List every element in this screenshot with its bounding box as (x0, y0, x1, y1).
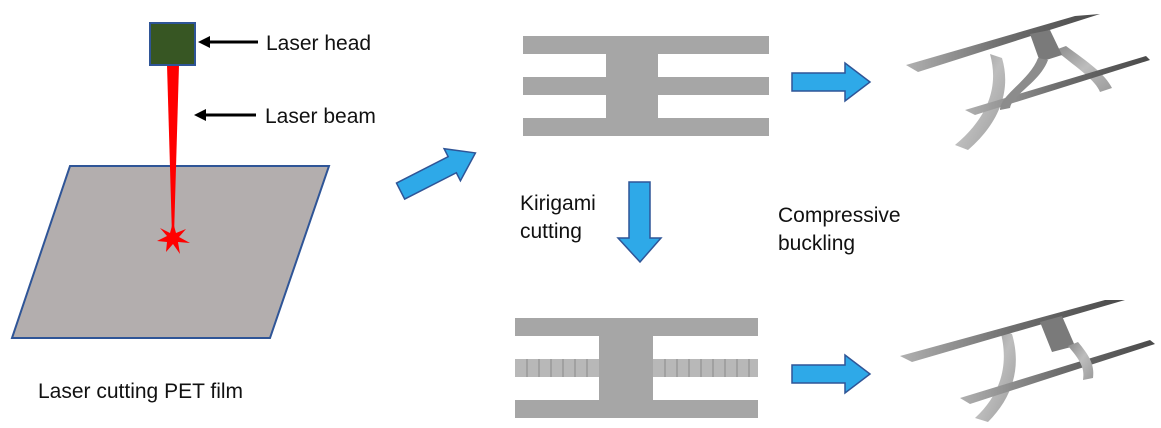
laser-head (149, 22, 196, 66)
kirigami-line-1: Kirigami (520, 192, 596, 215)
diagonal-flow-arrow-icon (395, 147, 477, 201)
spark-icon (157, 222, 190, 254)
kirigami-line-2: cutting (520, 220, 582, 243)
pet-film (10, 165, 331, 339)
down-flow-arrow-icon (616, 181, 663, 264)
kirigami-cutting-label: Kirigami cutting (520, 190, 596, 246)
laser-beam (167, 65, 179, 236)
compressive-line-1: Compressive (778, 204, 901, 227)
cut-pattern-top (523, 36, 769, 136)
kirigami-pattern-bottom (515, 318, 758, 418)
laser-head-pointer-icon (198, 36, 258, 48)
right-flow-arrow-top-icon (791, 61, 872, 103)
laser-head-label: Laser head (266, 32, 372, 55)
laser-beam-pointer-icon (194, 109, 256, 121)
compressive-buckling-label: Compressive buckling (778, 202, 901, 258)
buckled-structure-bottom (900, 300, 1155, 422)
film-caption: Laser cutting PET film (38, 380, 244, 403)
compressive-line-2: buckling (778, 232, 856, 255)
laser-beam-label: Laser beam (265, 105, 376, 128)
buckled-structure-top (906, 14, 1150, 150)
right-flow-arrow-bottom-icon (791, 353, 872, 395)
